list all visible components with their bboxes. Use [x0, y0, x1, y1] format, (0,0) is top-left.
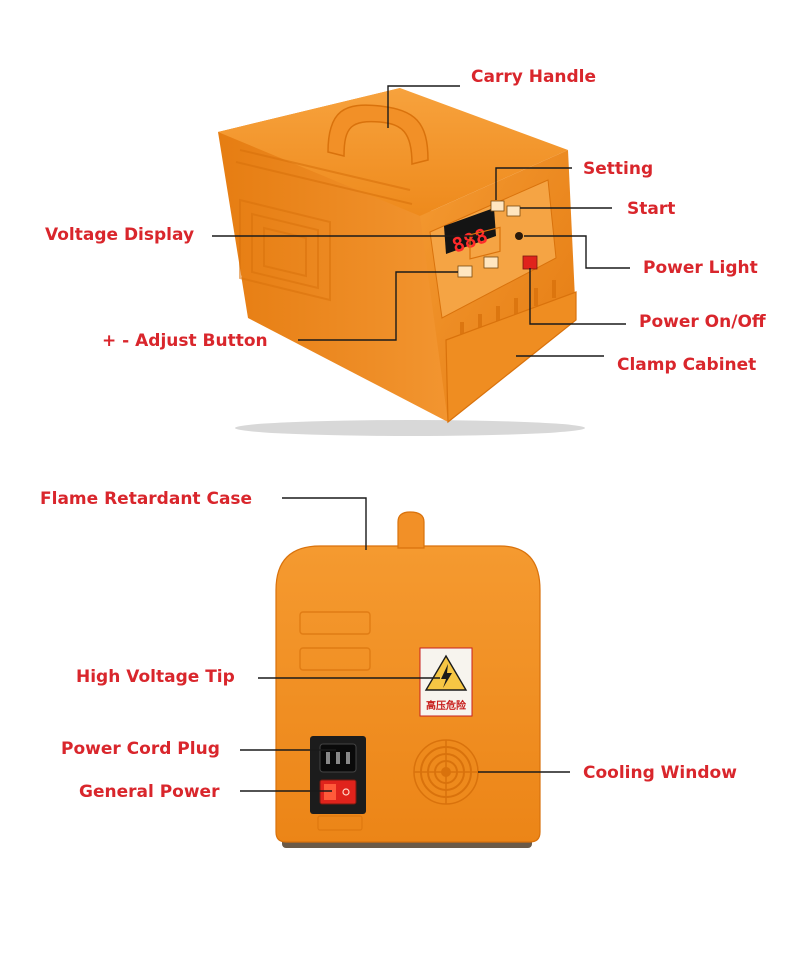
- emboss-logo-2: [299, 647, 371, 671]
- start-button[interactable]: [506, 205, 521, 217]
- label-flame-retardant-case: Flame Retardant Case: [40, 489, 252, 509]
- label-power-light: Power Light: [643, 258, 758, 278]
- cooling-window: [413, 739, 479, 805]
- warning-text: 高压危险: [426, 699, 467, 712]
- label-high-voltage-tip: High Voltage Tip: [76, 667, 235, 687]
- device-shadow: [235, 420, 585, 436]
- leader-adjust-button: [298, 271, 458, 341]
- power-light: [515, 232, 523, 240]
- label-power-onoff: Power On/Off: [639, 312, 766, 332]
- minus-button[interactable]: [483, 256, 499, 269]
- back-handle[interactable]: [397, 511, 425, 549]
- device-front-view: 888: [218, 88, 585, 436]
- setting-button[interactable]: [490, 200, 505, 212]
- high-voltage-sticker: 高压危险: [419, 647, 473, 717]
- leader-setting: [495, 167, 572, 200]
- side-ribs: [235, 149, 413, 205]
- label-power-cord-plug: Power Cord Plug: [61, 739, 220, 759]
- label-clamp-cabinet: Clamp Cabinet: [617, 355, 756, 375]
- label-voltage-display: Voltage Display: [45, 225, 194, 245]
- leader-power-light: [524, 235, 630, 269]
- lightning-icon: [441, 664, 452, 688]
- label-carry-handle: Carry Handle: [471, 67, 596, 87]
- label-cooling-window: Cooling Window: [583, 763, 737, 783]
- clamp-cabinet-latch: [469, 226, 501, 260]
- control-panel: [429, 179, 557, 319]
- emboss-logo-1: [299, 611, 371, 635]
- label-setting: Setting: [583, 159, 653, 179]
- power-onoff-button[interactable]: [522, 255, 538, 270]
- leader-power-onoff: [529, 268, 626, 325]
- device-back-view: 高压危险: [275, 511, 541, 848]
- leader-carry-handle: [387, 85, 460, 128]
- front-vents: [460, 280, 556, 340]
- general-power-switch[interactable]: [319, 779, 357, 805]
- bottom-slot: [317, 815, 363, 831]
- carry-handle[interactable]: [327, 104, 429, 165]
- label-adjust-button: + - Adjust Button: [102, 331, 268, 351]
- label-start: Start: [627, 199, 675, 219]
- leader-lines: [212, 85, 630, 792]
- label-general-power: General Power: [79, 782, 220, 802]
- leader-flame-case: [282, 497, 367, 550]
- device-top-panel: [218, 88, 568, 216]
- plus-button[interactable]: [457, 265, 473, 278]
- emboss-pattern: [239, 198, 331, 302]
- callout-labels: Carry Handle Setting Start Voltage Displ…: [40, 67, 766, 802]
